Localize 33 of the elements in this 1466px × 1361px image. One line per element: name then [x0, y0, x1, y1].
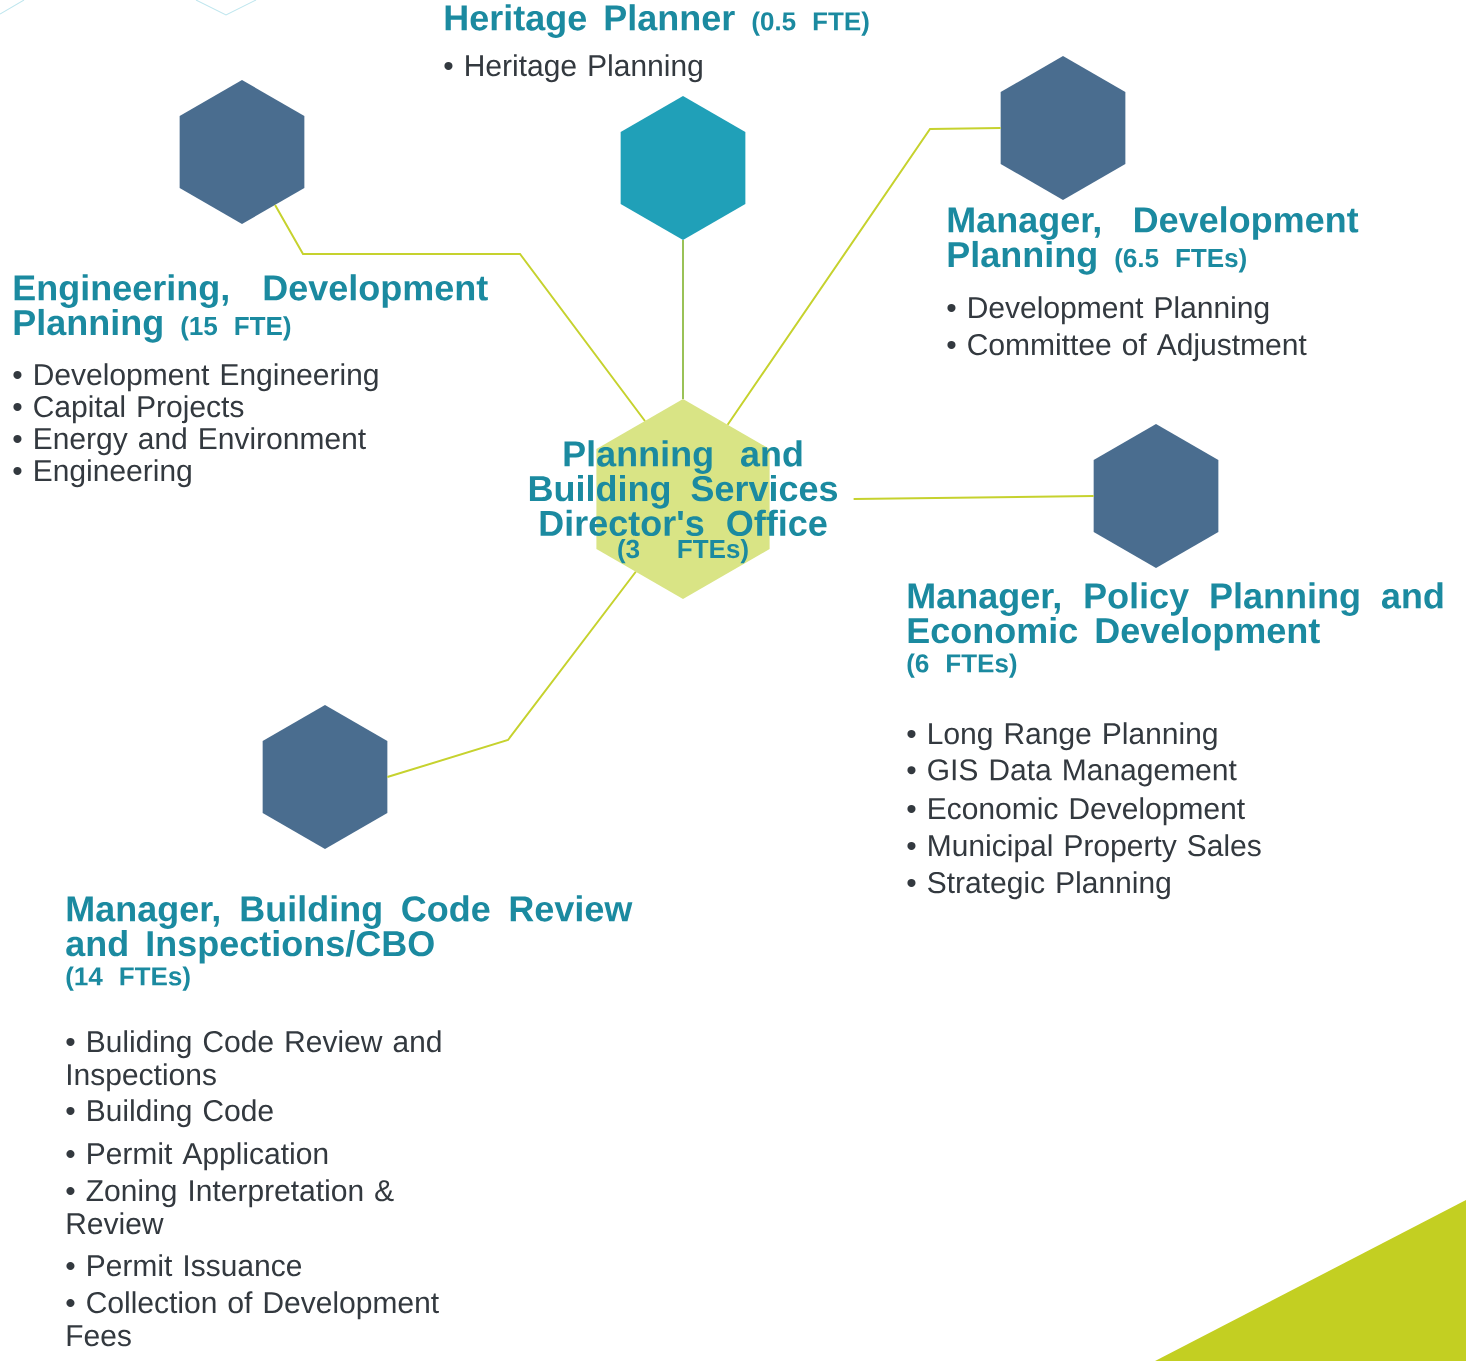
hexagon [1000, 56, 1126, 200]
connector-line [852, 495, 1095, 500]
hexagon [179, 80, 305, 224]
heading: Manager, Building Code Review and Inspections/CBO (14 FTEs) [66, 895, 633, 991]
bullet-item: • Development Planning [947, 296, 1269, 325]
bullet-item: • Collection of Development Fees [66, 1291, 439, 1347]
heading: Heritage Planner (0.5 FTE) [445, 4, 869, 38]
bullet-item: • Heritage Planning [444, 54, 702, 83]
bullet-item: • Building Code [66, 1099, 273, 1128]
heading: Engineering, Development Planning (15 FTE) [14, 274, 488, 343]
connector-line [386, 570, 637, 778]
heading: Manager, Development Planning (6.5 FTEs) [948, 206, 1359, 275]
bullet-item: • Buliding Code Review and Inspections [66, 1030, 441, 1092]
bullet-item: • Permit Application [66, 1142, 328, 1171]
connector-line [726, 127, 1002, 426]
bullet-item: • Energy and Environment [13, 427, 366, 456]
connector-line [682, 239, 684, 400]
hexagon [1093, 424, 1219, 568]
bullet-item: • Long Range Planning [907, 722, 1217, 751]
bullet-item: • Committee of Adjustment [947, 333, 1307, 362]
connector-line [274, 203, 646, 422]
bullet-item: • Zoning Interpretation & Review [66, 1179, 394, 1235]
bullet-item: • Economic Development [907, 797, 1245, 826]
bullet-item: • Engineering [13, 459, 191, 488]
bullet-item: • Municipal Property Sales [907, 834, 1261, 863]
hexagon [620, 96, 746, 240]
bullet-item: • Strategic Planning [907, 871, 1170, 900]
bullet-item: • Capital Projects [13, 395, 244, 424]
bullet-item: • Development Engineering [13, 363, 378, 392]
heading: Manager, Policy Planning and Economic Development (6 FTEs) [907, 582, 1443, 678]
hexagon [262, 705, 388, 849]
bullet-item: • Permit Issuance [66, 1254, 302, 1277]
bullet-item: • GIS Data Management [907, 759, 1237, 787]
